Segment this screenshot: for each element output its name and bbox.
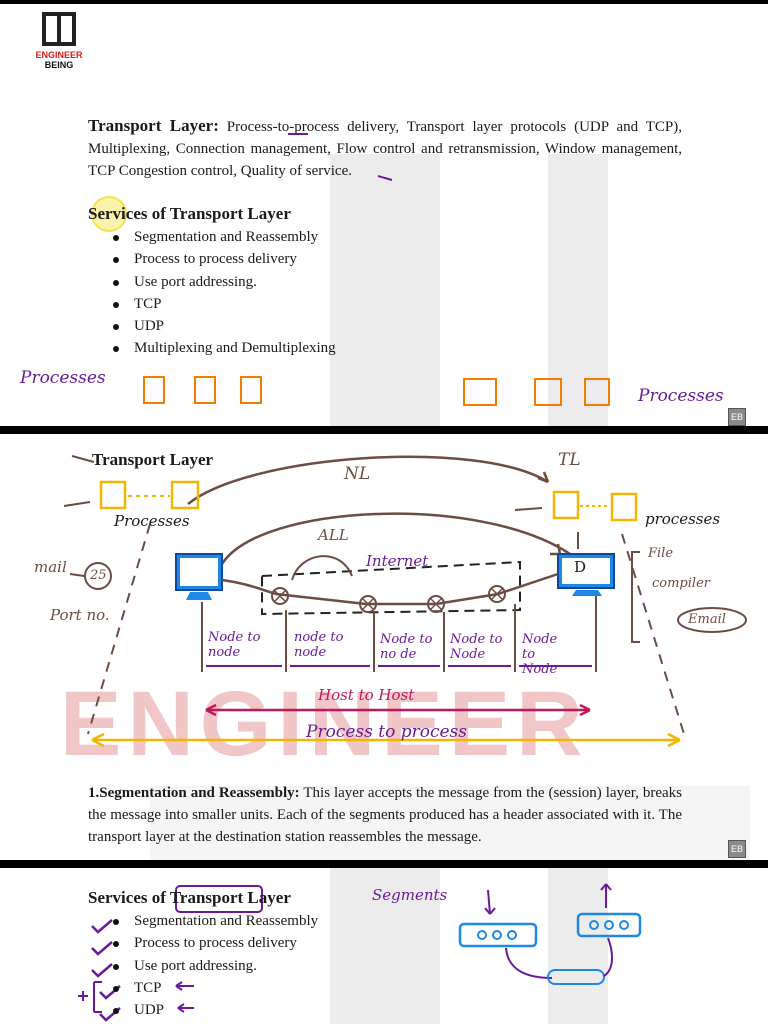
- intro-text: Process-to-process delivery, Transport l…: [88, 119, 683, 179]
- process-box: [240, 376, 262, 404]
- slide3-annotations: [78, 883, 642, 1022]
- slide1-annotations: [91, 133, 393, 232]
- hop-label: Node to Node: [450, 632, 503, 662]
- process-box: [463, 378, 497, 406]
- port-label: Port no.: [50, 606, 110, 624]
- segmentation-text: This layer accepts the message from the …: [88, 785, 682, 845]
- watermark-text: ENGINEER: [60, 673, 589, 775]
- tl-label: TL: [558, 450, 581, 470]
- network-diagram: [63, 455, 747, 748]
- intro-title: Transport Layer:: [88, 116, 219, 135]
- segmentation-paragraph: 1.Segmentation and Reassembly: This laye…: [88, 782, 682, 848]
- list-item: UDP: [96, 999, 318, 1021]
- logo: ENGINEER BEING: [26, 12, 92, 70]
- list-item: Use port addressing.: [96, 271, 336, 293]
- hop-label: Node to Node: [522, 632, 558, 677]
- list-item: Segmentation and Reassembly: [96, 226, 336, 248]
- watermark-shape: [548, 868, 608, 1024]
- watermark-shape: [150, 786, 750, 860]
- processes-label-left: Processes: [114, 512, 190, 530]
- services-heading: Services of Transport Layer: [88, 204, 291, 223]
- process-to-process-label: Process to process: [306, 722, 467, 742]
- services-heading: Services of Transport Layer: [88, 888, 291, 907]
- internet-label: Internet: [366, 552, 429, 570]
- divider: [0, 426, 768, 434]
- channel-badge-icon: EB: [728, 408, 746, 426]
- cursor-highlight: [91, 196, 127, 232]
- segmentation-title: 1.Segmentation and Reassembly:: [88, 785, 300, 801]
- nl-label: NL: [344, 464, 371, 484]
- services-list: Segmentation and Reassembly Process to p…: [96, 226, 336, 360]
- channel-badge-icon: EB: [728, 840, 746, 858]
- services-list: Segmentation and Reassembly Process to p…: [96, 910, 318, 1021]
- list-item: Use port addressing.: [96, 955, 318, 977]
- app-label: compiler: [652, 576, 710, 591]
- app-label: File: [648, 546, 674, 561]
- slide-2: ENGINEER: [0, 434, 768, 860]
- divider: [0, 860, 768, 868]
- process-box: [194, 376, 216, 404]
- mail-label: mail: [34, 558, 67, 576]
- process-box: [143, 376, 165, 404]
- list-item: UDP: [96, 315, 336, 337]
- hop-label: Node to node: [208, 630, 261, 660]
- list-item: TCP: [96, 293, 336, 315]
- logo-bottom-text: BEING: [44, 60, 74, 70]
- underline-mark: [377, 175, 393, 181]
- intro-paragraph: Transport Layer: Process-to-process deli…: [88, 115, 682, 182]
- list-item: Multiplexing and Demultiplexing: [96, 337, 336, 359]
- logo-top-text: ENGINEER: [35, 50, 83, 60]
- list-item: Process to process delivery: [96, 932, 318, 954]
- list-item: Segmentation and Reassembly: [96, 910, 318, 932]
- top-strip: [0, 0, 768, 4]
- app-label: Email: [688, 612, 726, 627]
- slide-3: Services of Transport Layer Segmentation…: [0, 868, 768, 1024]
- watermark-shape: [330, 154, 440, 426]
- destination-label: D: [574, 558, 587, 576]
- watermark-shape: [330, 868, 440, 1024]
- process-box: [584, 378, 610, 406]
- segments-note: Segments: [372, 886, 448, 904]
- logo-mark: [42, 12, 76, 46]
- list-item: TCP: [96, 977, 318, 999]
- hop-label: Node to no de: [380, 632, 433, 662]
- processes-label-right: processes: [645, 510, 721, 528]
- diagram-title: Transport Layer: [92, 450, 214, 469]
- process-box: [534, 378, 562, 406]
- port-value: 25: [90, 568, 107, 583]
- hop-label: node to node: [294, 630, 344, 660]
- list-item: Process to process delivery: [96, 248, 336, 270]
- processes-note-right: Processes: [638, 386, 724, 406]
- processes-note-left: Processes: [20, 368, 106, 388]
- slide-1: ENGINEER BEING Transport Layer: Process-…: [0, 4, 768, 426]
- watermark-shape: [548, 154, 608, 426]
- host-to-host-label: Host to Host: [318, 686, 415, 704]
- all-label: ALL: [318, 526, 349, 544]
